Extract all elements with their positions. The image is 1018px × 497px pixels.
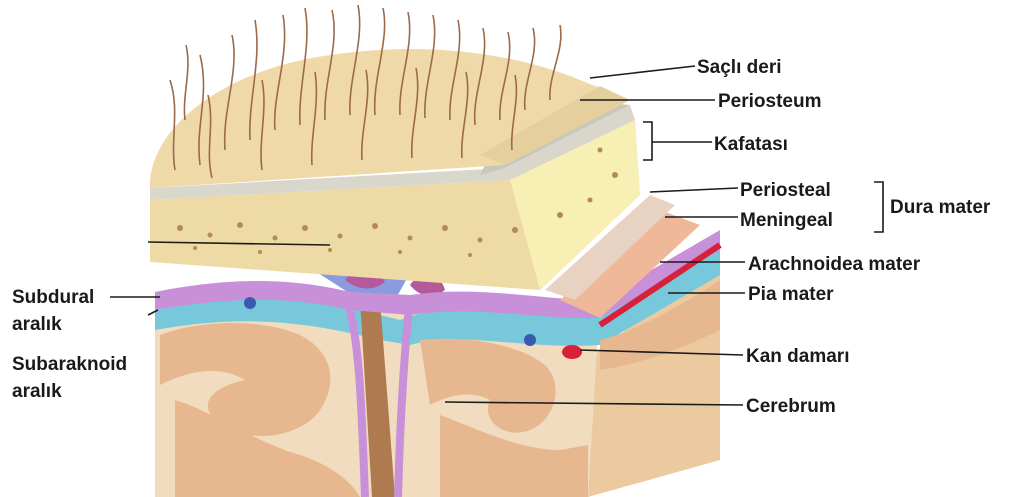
skull-stack <box>150 5 700 318</box>
vessel-blue-2 <box>524 334 536 346</box>
label-meningeal: Meningeal <box>740 210 833 231</box>
bracket-dura-mater <box>874 182 883 232</box>
label-cerebrum: Cerebrum <box>746 396 836 417</box>
leader-sacli-deri <box>590 66 695 78</box>
label-pia-mater: Pia mater <box>748 284 834 305</box>
label-periosteal: Periosteal <box>740 180 831 201</box>
vessel-blue-1 <box>244 297 256 309</box>
leader-periosteal <box>650 188 738 192</box>
label-kan-damari: Kan damarı <box>746 346 849 367</box>
label-dura-mater: Dura mater <box>890 197 991 218</box>
label-periosteum: Periosteum <box>718 91 821 112</box>
label-subdural: Subdural <box>12 287 94 308</box>
label-arachnoidea-mater: Arachnoidea mater <box>748 254 921 275</box>
blood-vessel-cross <box>562 345 582 359</box>
bracket-kafatasi <box>643 122 652 160</box>
label-subaraknoid-aralik: aralık <box>12 381 62 402</box>
label-sacli-deri: Saçlı deri <box>697 57 782 78</box>
label-kafatasi: Kafatası <box>714 134 788 155</box>
label-subaraknoid: Subaraknoid <box>12 354 127 375</box>
label-subdural-aralik: aralık <box>12 314 62 335</box>
